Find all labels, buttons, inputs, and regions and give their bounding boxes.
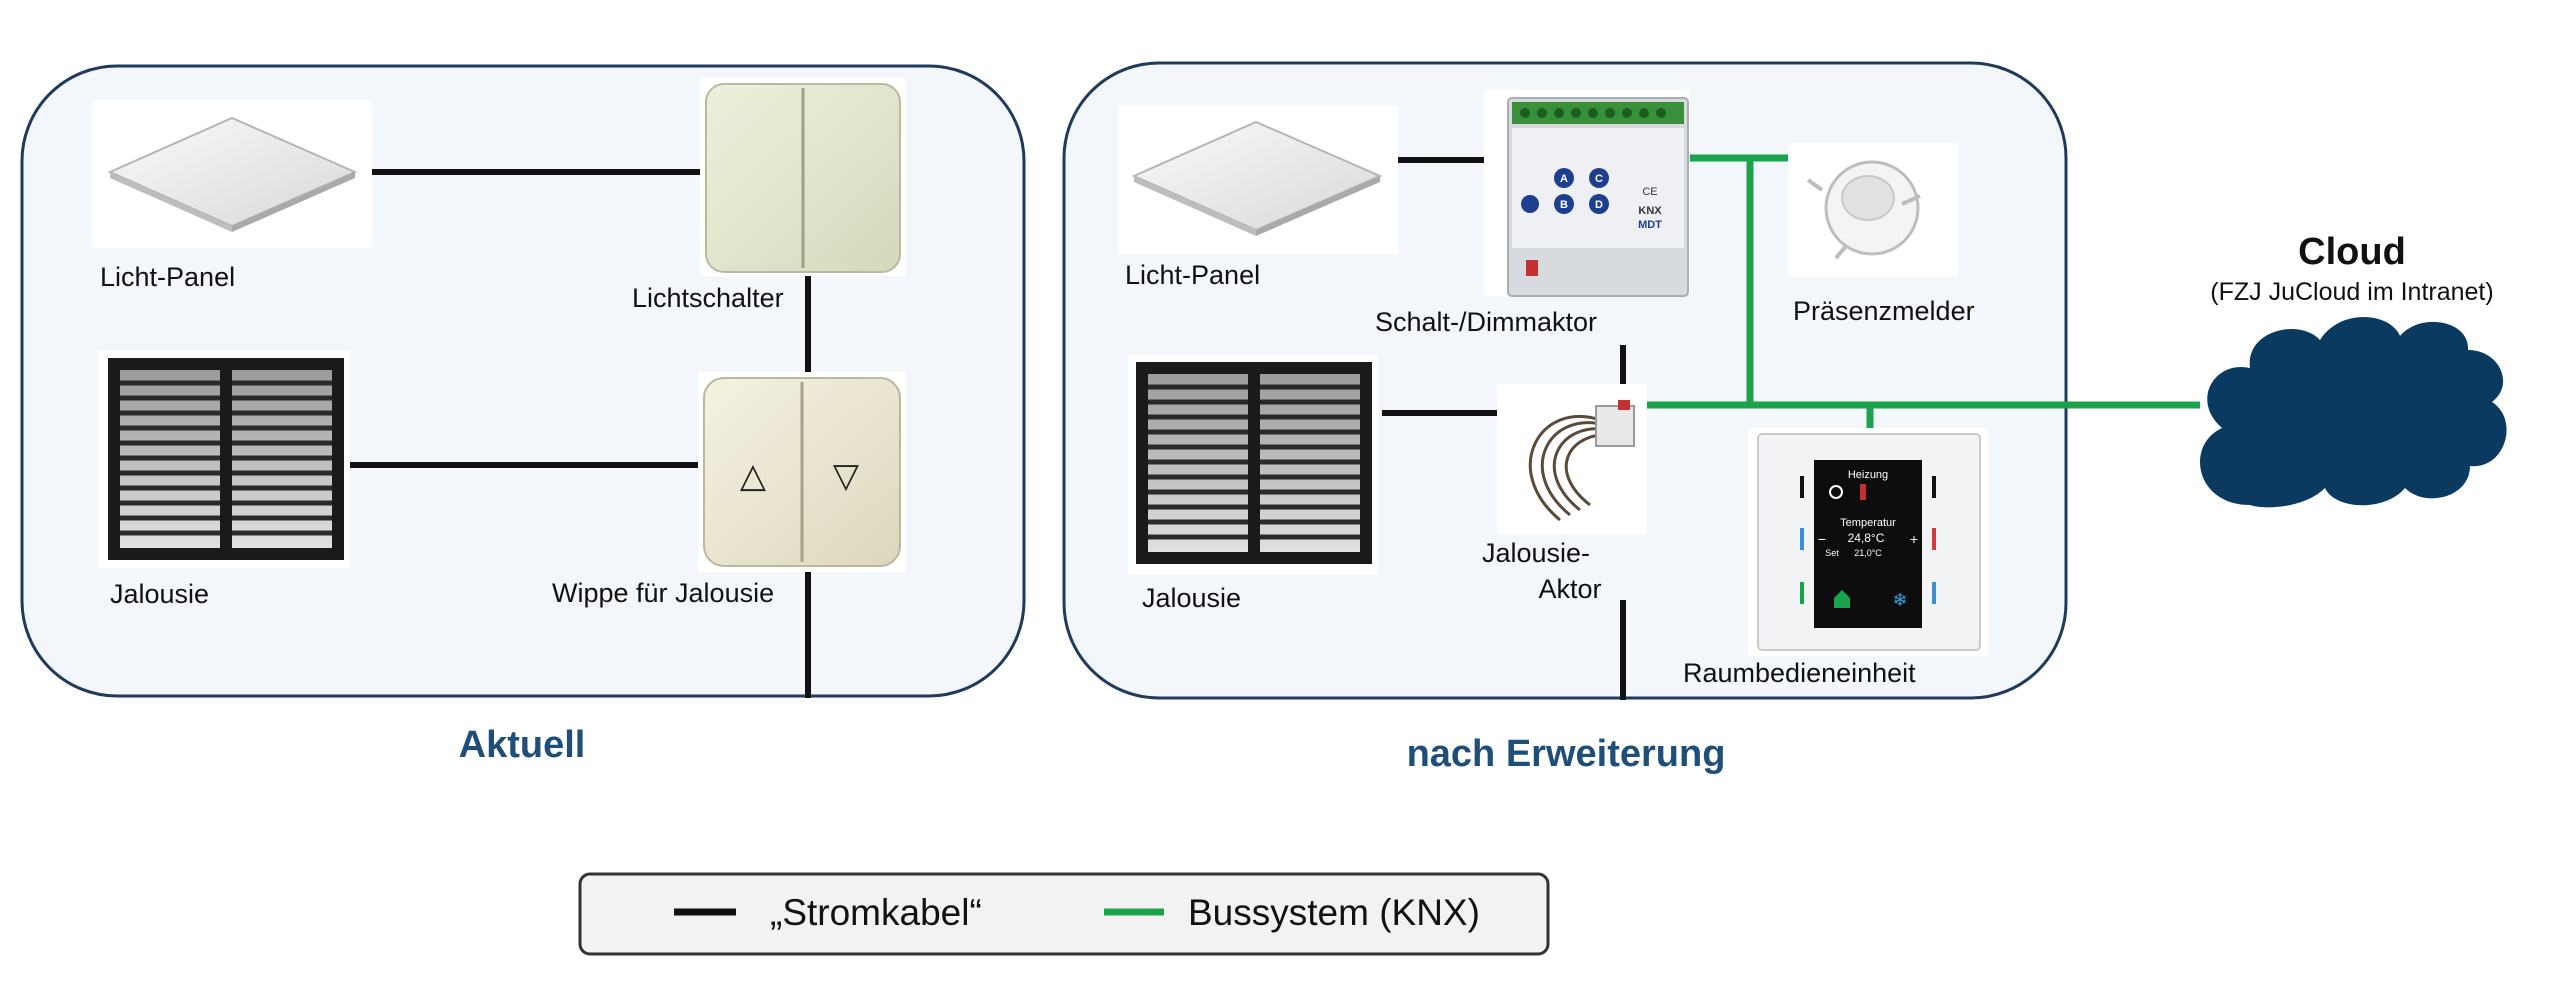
knx-mark: KNX <box>1638 205 1662 217</box>
label-jalousie-aktor-2: Aktor <box>1538 574 1601 604</box>
cloud-icon <box>2200 317 2507 508</box>
label-licht-panel-2: Licht-Panel <box>1125 260 1260 290</box>
cloud-subtitle: (FZJ JuCloud im Intranet) <box>2210 278 2493 306</box>
label-jalousie: Jalousie <box>110 579 209 609</box>
cloud-title: Cloud <box>2298 231 2406 273</box>
licht-panel-image <box>1118 106 1398 254</box>
display-plus: + <box>1910 531 1918 547</box>
title-erweiterung: nach Erweiterung <box>1407 733 1726 775</box>
wippe-image: △ ▽ <box>698 372 906 572</box>
raumbedieneinheit-image: Heizung Temperatur 24,8°C Set 21,0°C − +… <box>1748 428 1988 656</box>
display-set-value: 21,0°C <box>1854 548 1882 558</box>
praesenzmelder-image <box>1788 143 1958 277</box>
down-arrow-icon: ▽ <box>833 457 860 495</box>
label-jalousie-2: Jalousie <box>1142 583 1241 613</box>
label-licht-panel: Licht-Panel <box>100 262 235 292</box>
display-minus: − <box>1818 531 1826 547</box>
label-dimmaktor: Schalt-/Dimmaktor <box>1375 307 1597 337</box>
dimmaktor-image: A C B D CE KNX MDT <box>1484 90 1690 297</box>
legend-bus-label: Bussystem (KNX) <box>1188 892 1480 933</box>
power-cables <box>350 169 811 698</box>
legend: „Stromkabel“ Bussystem (KNX) <box>578 872 1550 956</box>
cloud: Cloud (FZJ JuCloud im Intranet) <box>2200 231 2507 508</box>
mdt-mark: MDT <box>1638 219 1662 231</box>
legend-box <box>578 872 1550 956</box>
display-heizung: Heizung <box>1848 469 1888 481</box>
jalousie-image <box>98 350 350 568</box>
jalousie-image-2 <box>1128 355 1378 575</box>
legend-power-label: „Stromkabel“ <box>770 892 982 933</box>
licht-panel-image <box>92 100 372 248</box>
up-arrow-icon: △ <box>740 457 767 495</box>
panel-erweiterung: Licht-Panel A C B D CE KNX MDT <box>1062 61 2200 700</box>
home-icon <box>1834 590 1850 608</box>
label-raumbedieneinheit: Raumbedieneinheit <box>1683 658 1916 688</box>
jalousie-aktor-image <box>1497 384 1647 534</box>
actuator-button-b: B <box>1560 199 1568 211</box>
ce-mark: CE <box>1642 186 1657 198</box>
power-cables <box>1382 157 1626 700</box>
actuator-button-a: A <box>1560 173 1568 185</box>
display-set: Set <box>1825 548 1839 558</box>
label-wippe: Wippe für Jalousie <box>552 578 774 608</box>
actuator-button-c: C <box>1595 173 1603 185</box>
actuator-button-d: D <box>1595 199 1603 211</box>
display-temp-value: 24,8°C <box>1848 531 1885 545</box>
lichtschalter-image <box>700 78 906 276</box>
snowflake-icon: ❄ <box>1892 590 1907 610</box>
display-temperatur: Temperatur <box>1840 517 1896 529</box>
label-lichtschalter: Lichtschalter <box>632 283 784 313</box>
label-praesenzmelder: Präsenzmelder <box>1793 296 1975 326</box>
panel-aktuell: Licht-Panel Lichtschalter <box>20 64 1026 698</box>
title-aktuell: Aktuell <box>459 724 586 766</box>
label-jalousie-aktor-1: Jalousie- <box>1482 538 1590 568</box>
